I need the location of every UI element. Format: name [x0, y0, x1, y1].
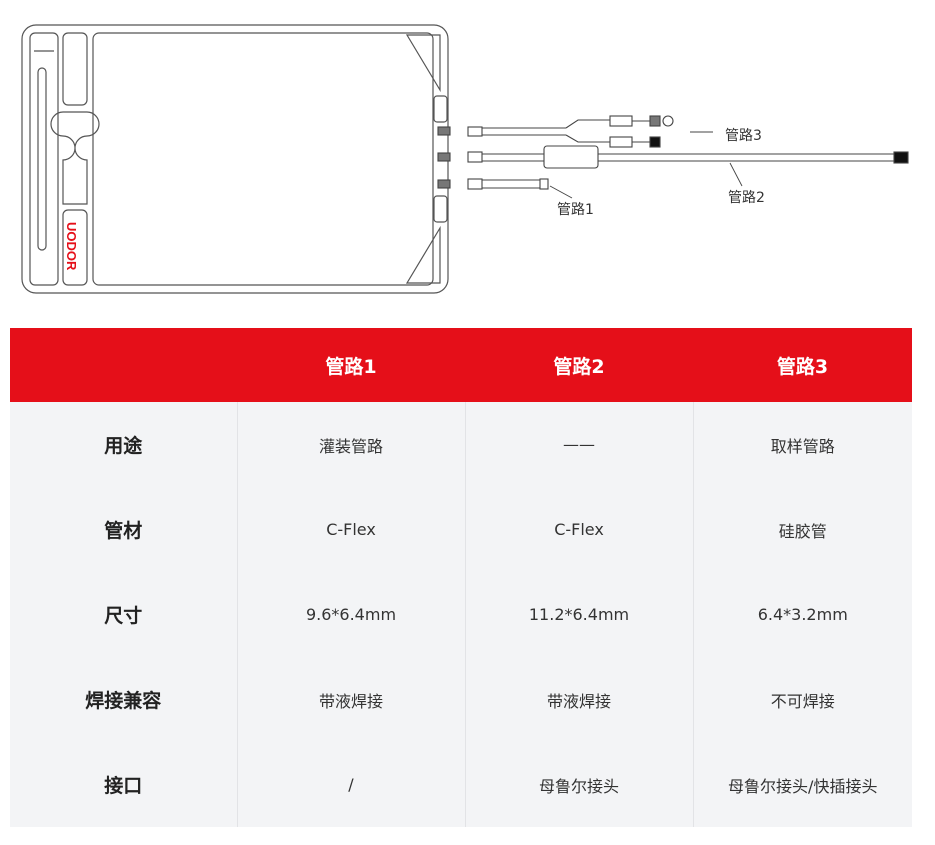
bag-outline [21, 24, 449, 294]
table-cell: C-Flex [464, 487, 693, 572]
brand-logo: UODOR [64, 222, 79, 271]
table-cell: 灌装管路 [236, 402, 465, 487]
table-cell: 母鲁尔接头 [464, 742, 693, 827]
bag-illustration: UODOR [21, 24, 909, 294]
table-cell: —— [464, 402, 693, 487]
header-cell: 管路2 [465, 328, 693, 402]
row-label: 管材 [10, 487, 237, 572]
table-cell: C-Flex [236, 487, 465, 572]
table-row: 用途 灌装管路 —— 取样管路 [10, 402, 912, 487]
row-label: 尺寸 [10, 572, 237, 657]
callout-line2: 管路2 [728, 190, 765, 206]
header-cell: 管路1 [237, 328, 465, 402]
row-label: 用途 [10, 402, 237, 487]
table-header-row: 管路1 管路2 管路3 [10, 328, 912, 402]
table-row: 尺寸 9.6*6.4mm 11.2*6.4mm 6.4*3.2mm [10, 572, 912, 657]
row-label: 焊接兼容 [10, 657, 237, 742]
table-cell: / [236, 742, 465, 827]
header-cell: 管路3 [693, 328, 912, 402]
table-cell: 9.6*6.4mm [236, 572, 465, 657]
table-row: 接口 / 母鲁尔接头 母鲁尔接头/快插接头 [10, 742, 912, 827]
table-row: 焊接兼容 带液焊接 带液焊接 不可焊接 [10, 657, 912, 742]
callout-line1: 管路1 [557, 202, 594, 218]
spec-table: 管路1 管路2 管路3 用途 灌装管路 —— 取样管路 管材 C-Flex C-… [10, 328, 912, 827]
header-cell [10, 328, 237, 402]
callout-line3: 管路3 [725, 128, 762, 144]
bag-left-rail [29, 32, 59, 286]
table-cell: 带液焊接 [464, 657, 693, 742]
table-cell: 硅胶管 [692, 487, 912, 572]
table-cell: 母鲁尔接头/快插接头 [692, 742, 912, 827]
table-cell: 11.2*6.4mm [464, 572, 693, 657]
table-cell: 取样管路 [692, 402, 912, 487]
table-cell: 不可焊接 [692, 657, 912, 742]
bag-chamber [92, 32, 434, 286]
table-cell: 6.4*3.2mm [692, 572, 912, 657]
table-row: 管材 C-Flex C-Flex 硅胶管 [10, 487, 912, 572]
bag-diagram: UODOR [0, 0, 935, 310]
row-label: 接口 [10, 742, 237, 827]
table-cell: 带液焊接 [236, 657, 465, 742]
